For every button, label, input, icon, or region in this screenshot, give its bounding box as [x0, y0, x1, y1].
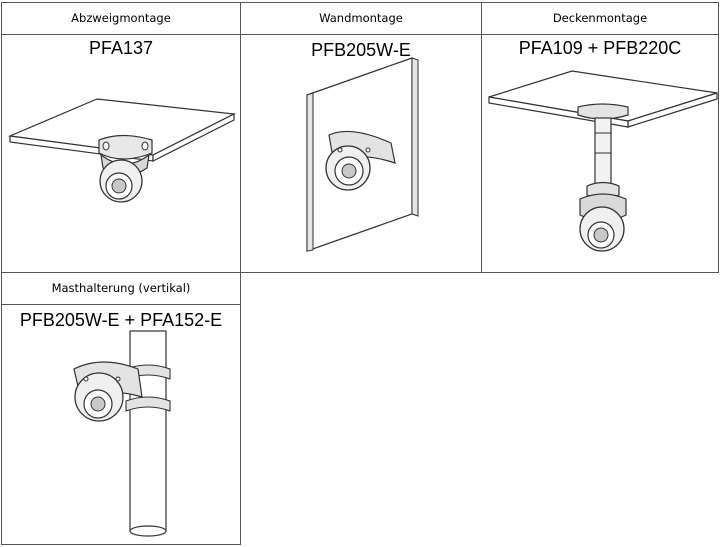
- model-label: PFB205W-E: [311, 40, 411, 60]
- cell-header: Abzweigmontage: [2, 3, 240, 35]
- model-label: PFA109 + PFB220C: [518, 38, 682, 58]
- cell-header: Deckenmontage: [482, 3, 718, 35]
- mount-cell-pole: Masthalterung (vertikal) PFB205W-E + PFA…: [1, 272, 241, 545]
- mount-cell-junction: Abzweigmontage PFA137: [1, 2, 241, 273]
- ceiling-mount-illustration: [488, 70, 718, 252]
- model-label: PFA137: [88, 38, 154, 58]
- model-label: PFB205W-E + PFA152-E: [19, 310, 223, 330]
- wall-mount-illustration: [306, 57, 419, 252]
- cell-header: Masthalterung (vertikal): [2, 273, 240, 305]
- mount-cell-ceiling: Deckenmontage PFA109 + PFB220C: [481, 2, 719, 273]
- junction-mount-illustration: [7, 98, 237, 203]
- mount-cell-wall: Wandmontage PFB205W-E: [240, 2, 482, 273]
- pole-mount-illustration: [73, 330, 171, 537]
- cell-header: Wandmontage: [241, 3, 481, 35]
